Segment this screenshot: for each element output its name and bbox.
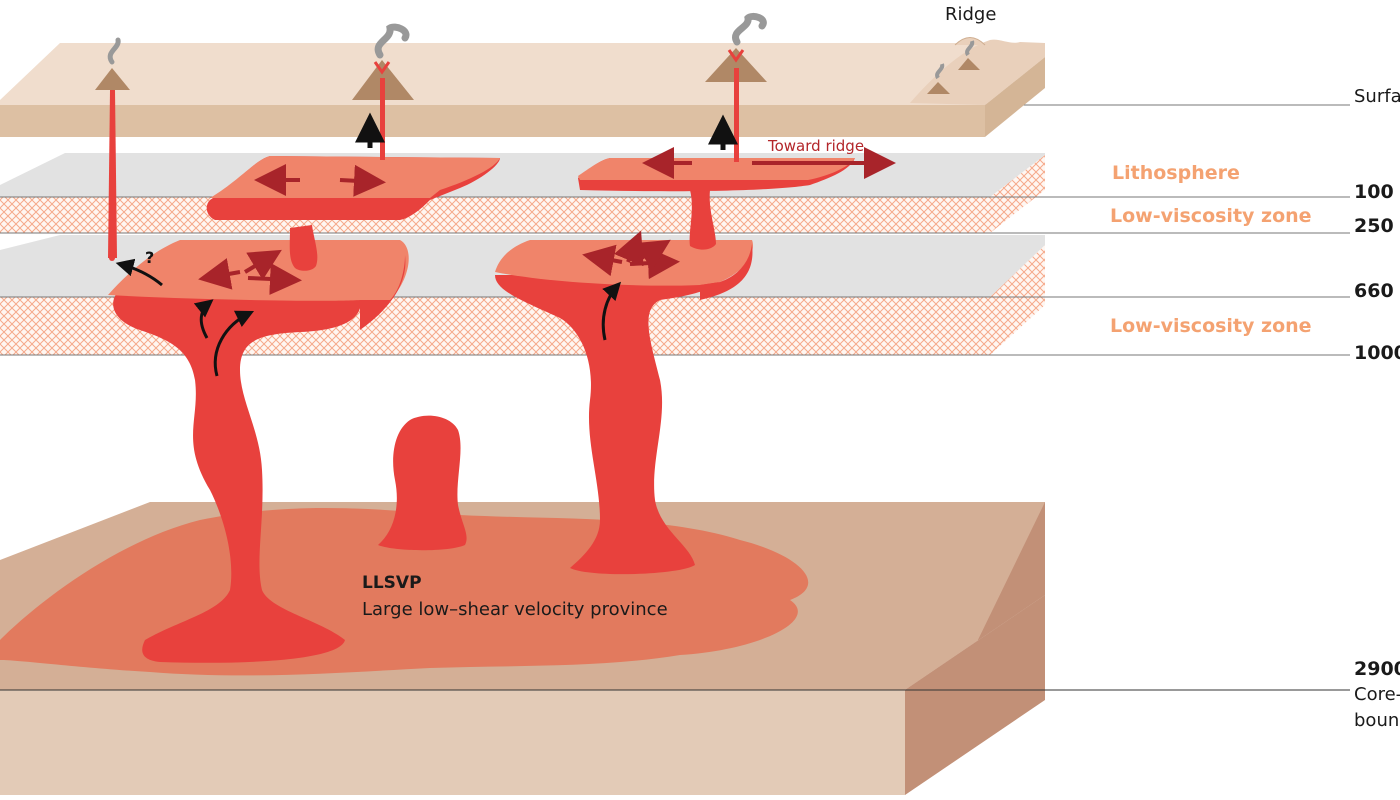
- surface-crust-slab: [0, 37, 1045, 137]
- toward-ridge-label: Toward ridge: [767, 137, 864, 155]
- flow-arrows-black: [115, 112, 738, 377]
- depth-250-label: 250 k: [1354, 215, 1400, 237]
- low-viscosity-zone-lower-label: Low-viscosity zone: [1110, 315, 1312, 337]
- llsvp-title: LLSVP: [362, 573, 422, 593]
- depth-100-label: 100 k: [1354, 181, 1400, 203]
- volcano-right: [705, 12, 767, 82]
- question-mark-label: ?: [145, 248, 154, 267]
- depth-1000-label: 1000: [1354, 342, 1400, 364]
- ridge-volcanoes: [927, 40, 980, 94]
- depth-660-label: 660 k: [1354, 280, 1400, 302]
- volcano-left: [95, 37, 130, 90]
- core-boundary-label-line2: boun: [1354, 710, 1399, 731]
- low-viscosity-zone-upper-label: Low-viscosity zone: [1110, 205, 1312, 227]
- lithosphere-grey-layer: [0, 153, 1045, 197]
- depth-2900-label: 2900: [1354, 658, 1400, 680]
- small-plume-blob: [378, 415, 467, 551]
- surface-label: Surfa: [1354, 86, 1400, 107]
- lithosphere-label: Lithosphere: [1112, 162, 1240, 184]
- flow-arrows-dark-red: [198, 147, 896, 295]
- upper-low-viscosity-zone: [0, 155, 1045, 233]
- llsvp-description: Large low–shear velocity province: [362, 599, 668, 620]
- ridge-label: Ridge: [945, 4, 996, 25]
- core-boundary-label-line1: Core-: [1354, 684, 1400, 705]
